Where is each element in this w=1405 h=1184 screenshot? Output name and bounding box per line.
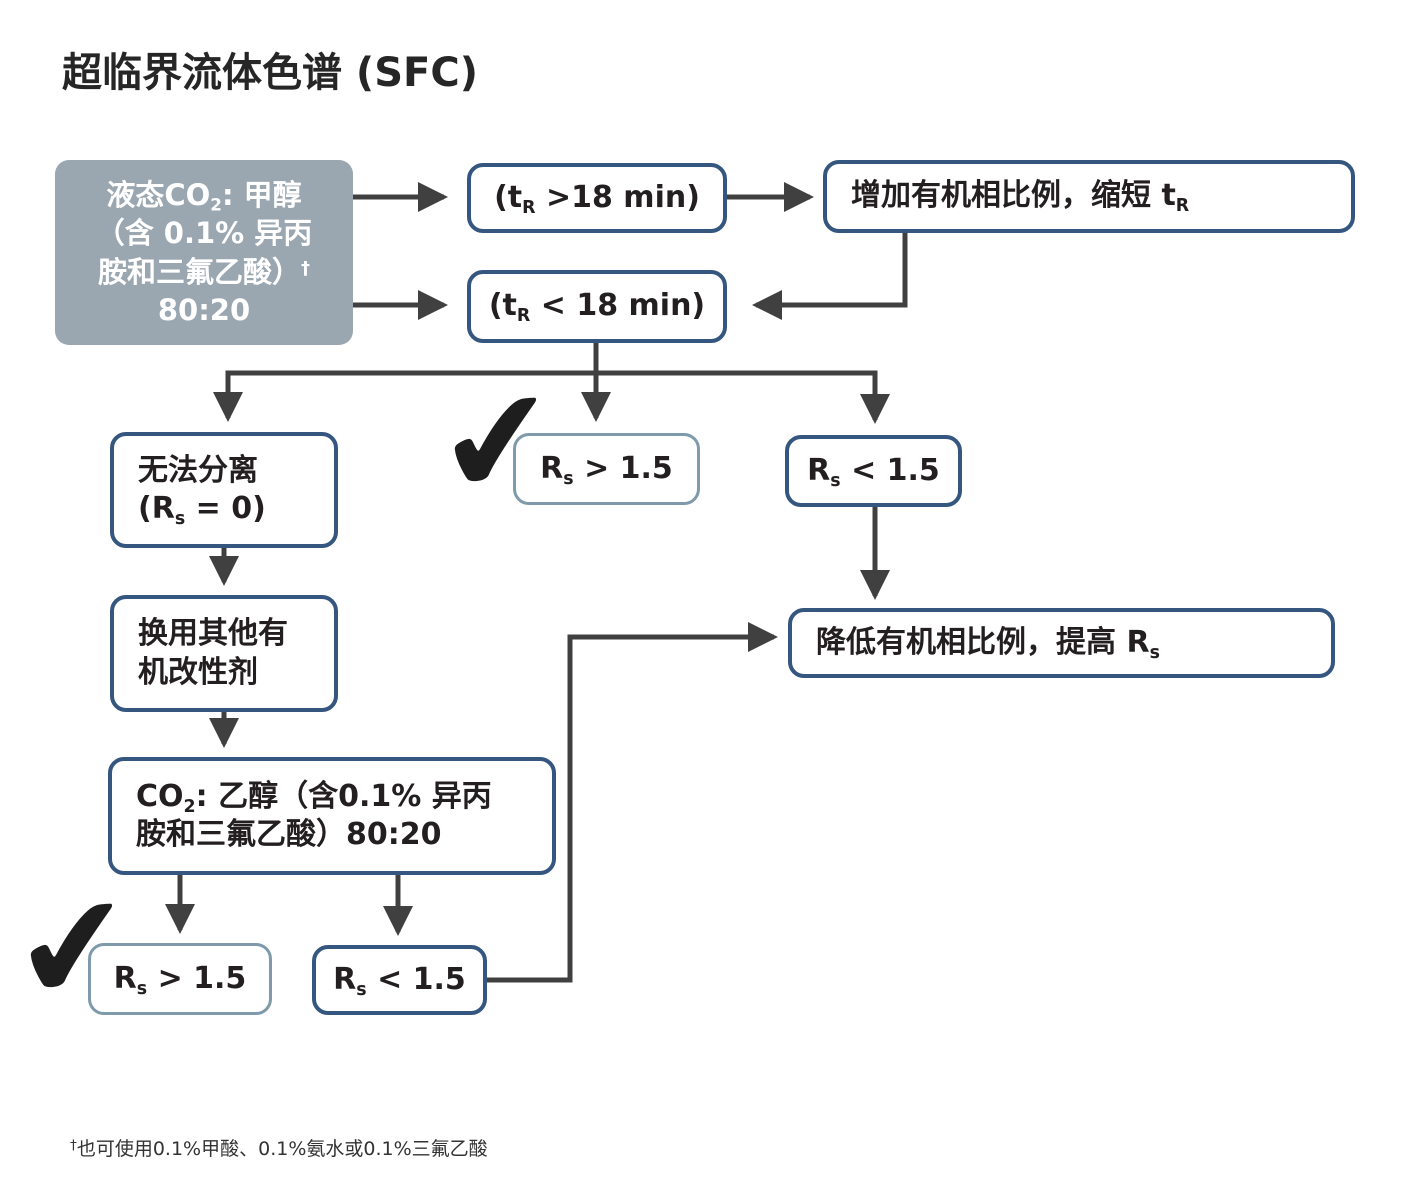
node-no-separation: 无法分离 (Rs = 0) <box>110 432 338 548</box>
footnote: †也可使用0.1%甲酸、0.1%氨水或0.1%三氟乙酸 <box>70 1137 488 1160</box>
node-rs-lt15-top: Rs < 1.5 <box>785 435 962 507</box>
node-increase-organic: 增加有机相比例，缩短 tR <box>823 160 1355 233</box>
tr-lt18-label: (tR < 18 min) <box>488 288 706 327</box>
node-co2-ethanol: CO2: 乙醇（含0.1% 异丙 胺和三氟乙酸）80:20 <box>108 757 556 875</box>
node-rs-gt15-bottom: Rs > 1.5 <box>88 943 272 1015</box>
node-switch-modifier: 换用其他有 机改性剂 <box>110 595 338 712</box>
page-title: 超临界流体色谱 (SFC) <box>62 50 478 96</box>
decrease-label: 降低有机相比例，提高 Rs <box>816 624 1160 663</box>
node-rs-lt15-bottom: Rs < 1.5 <box>312 945 487 1015</box>
node-source-mobile-phase: 液态CO2: 甲醇 （含 0.1% 异丙 胺和三氟乙酸）† 80:20 <box>55 160 353 345</box>
branch-trunk <box>225 340 878 376</box>
source-line3: 胺和三氟乙酸）† <box>98 254 310 289</box>
co2-ethanol-label: CO2: 乙醇（含0.1% 异丙 胺和三氟乙酸）80:20 <box>136 778 492 852</box>
node-rs-gt15-top: Rs > 1.5 <box>513 433 700 505</box>
node-decrease-organic: 降低有机相比例，提高 Rs <box>788 608 1335 678</box>
source-line4: 80:20 <box>157 292 251 327</box>
increase-label: 增加有机相比例，缩短 tR <box>851 178 1190 217</box>
arrow-increase-to-trlt18 <box>751 232 908 320</box>
checkmark-icon: ✔ <box>5 860 142 1037</box>
rs-lt15-top-label: Rs < 1.5 <box>807 452 940 491</box>
no-separation-label: 无法分离 (Rs = 0) <box>138 452 266 529</box>
rs-gt15-bottom-label: Rs > 1.5 <box>113 960 247 999</box>
dagger-icon: † <box>70 1137 77 1154</box>
rs-lt15-bottom-label: Rs < 1.5 <box>333 961 466 1000</box>
dagger-icon: † <box>301 257 310 279</box>
checkmark-icon: ✔ <box>429 354 566 531</box>
node-tr-gt18: (tR >18 min) <box>467 163 727 233</box>
rs-gt15-top-label: Rs > 1.5 <box>540 450 673 489</box>
node-tr-lt18: (tR < 18 min) <box>467 270 727 343</box>
source-line1: 液态CO2: 甲醇 <box>106 177 302 215</box>
tr-gt18-label: (tR >18 min) <box>494 179 700 218</box>
switch-modifier-label: 换用其他有 机改性剂 <box>138 616 288 690</box>
source-line2: （含 0.1% 异丙 <box>95 216 313 251</box>
